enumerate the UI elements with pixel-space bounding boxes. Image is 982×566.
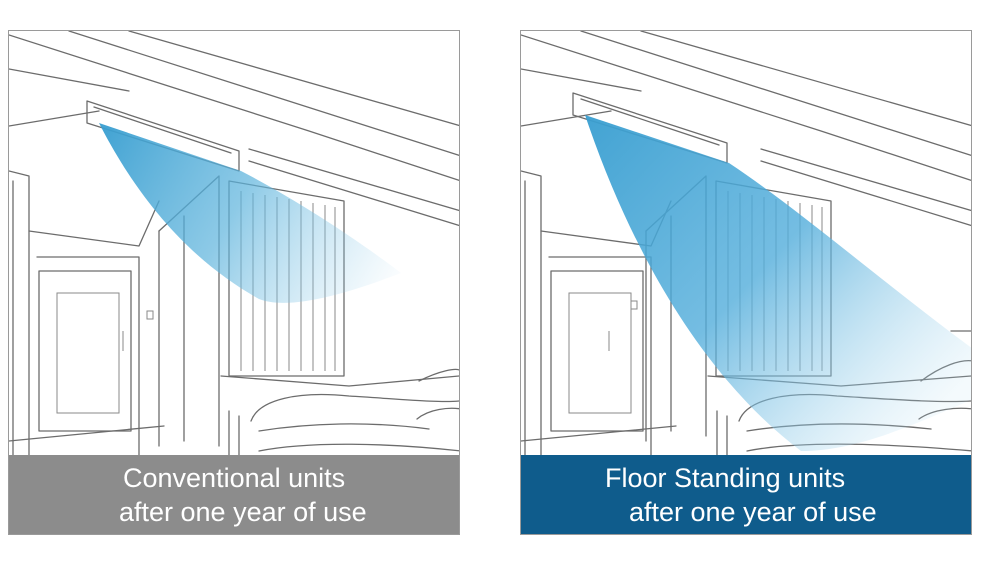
caption-line-1: Floor Standing units <box>605 463 846 493</box>
caption-line-2: after one year of use <box>119 497 367 527</box>
conventional-units-panel: Conventional units after one year of use <box>8 30 460 535</box>
caption-line-2: after one year of use <box>629 497 877 527</box>
floor-standing-caption: Floor Standing units after one year of u… <box>521 455 971 534</box>
floor-standing-units-panel: Floor Standing units after one year of u… <box>520 30 972 535</box>
caption-line-1: Conventional units <box>123 463 346 493</box>
conventional-room-illustration <box>9 31 459 457</box>
conventional-caption: Conventional units after one year of use <box>9 455 459 534</box>
airflow-long <box>585 115 971 451</box>
airflow-short <box>99 123 401 303</box>
floor-standing-room-illustration <box>521 31 971 457</box>
